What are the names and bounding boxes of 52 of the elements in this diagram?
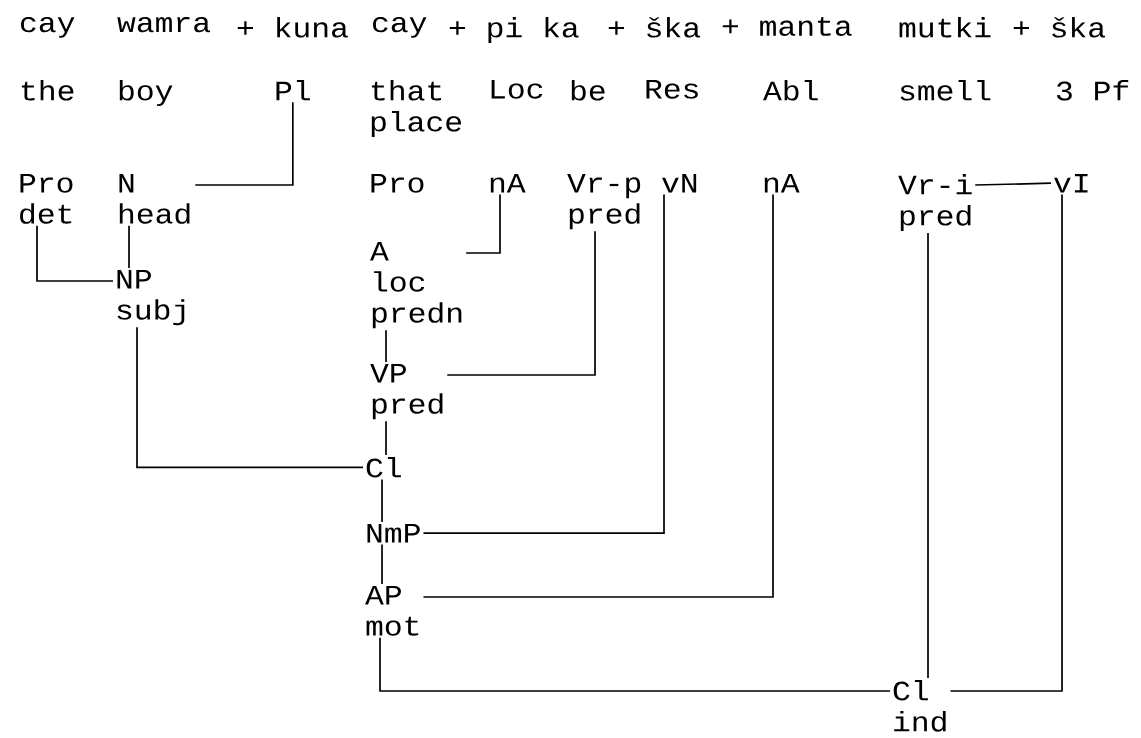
tree-line bbox=[128, 224, 130, 269]
tree-line bbox=[385, 329, 387, 363]
tree-line bbox=[136, 326, 364, 469]
category-label: nA bbox=[764, 174, 800, 193]
morpheme-text: + kuna bbox=[237, 17, 348, 38]
gloss-text: Loc bbox=[491, 80, 543, 99]
morpheme-text: + pi bbox=[449, 17, 522, 44]
category-label: A loc predn bbox=[370, 242, 462, 329]
tree-line bbox=[422, 193, 774, 598]
tree-line bbox=[949, 193, 1063, 692]
category-label: AP mot bbox=[365, 586, 419, 636]
tree-line bbox=[194, 101, 294, 186]
gloss-text: the bbox=[21, 80, 74, 101]
category-label: Pro bbox=[371, 174, 424, 193]
gloss-text: that place bbox=[371, 80, 461, 138]
tree-line bbox=[974, 182, 1052, 186]
category-label: Cl bbox=[366, 457, 401, 478]
category-label: Cl ind bbox=[893, 680, 946, 732]
tree-line bbox=[465, 193, 501, 254]
tree-line bbox=[381, 543, 383, 585]
tree-line bbox=[422, 193, 665, 535]
morpheme-text: + ška bbox=[608, 17, 701, 38]
category-label: Vr-i pred bbox=[898, 174, 972, 232]
morpheme-text: cay bbox=[21, 17, 75, 38]
tree-line bbox=[927, 232, 929, 679]
tree-line bbox=[381, 478, 383, 523]
category-label: Pro det bbox=[20, 174, 73, 224]
morpheme-text: + manta bbox=[722, 17, 852, 36]
gloss-text: Res bbox=[646, 80, 698, 99]
category-label: vN bbox=[662, 174, 697, 193]
category-label: NmP bbox=[367, 524, 420, 543]
gloss-text: Abl bbox=[763, 80, 818, 101]
morpheme-text: wamra bbox=[117, 17, 211, 33]
morpheme-text: + ška bbox=[1013, 17, 1106, 38]
category-label: Vr-p pred bbox=[567, 174, 641, 230]
gloss-text: smell bbox=[900, 80, 991, 101]
gloss-text: boy bbox=[119, 80, 173, 107]
gloss-text: be bbox=[571, 80, 605, 101]
tree-line bbox=[379, 636, 891, 692]
morpheme-text: ka bbox=[545, 17, 579, 38]
tree-line bbox=[446, 230, 596, 376]
tree-line bbox=[385, 420, 387, 456]
category-label: N head bbox=[119, 174, 190, 224]
tree-line bbox=[36, 224, 114, 282]
category-label: Pl bbox=[276, 80, 310, 101]
morpheme-text: cay bbox=[373, 17, 427, 38]
category-label: nA bbox=[490, 174, 526, 193]
category-label: NP subj bbox=[117, 270, 185, 326]
category-label: VP pred bbox=[370, 364, 443, 420]
morpheme-text: mutki bbox=[899, 17, 991, 38]
category-label: vI bbox=[1054, 174, 1088, 193]
gloss-text: 3 Pf bbox=[1056, 80, 1129, 101]
